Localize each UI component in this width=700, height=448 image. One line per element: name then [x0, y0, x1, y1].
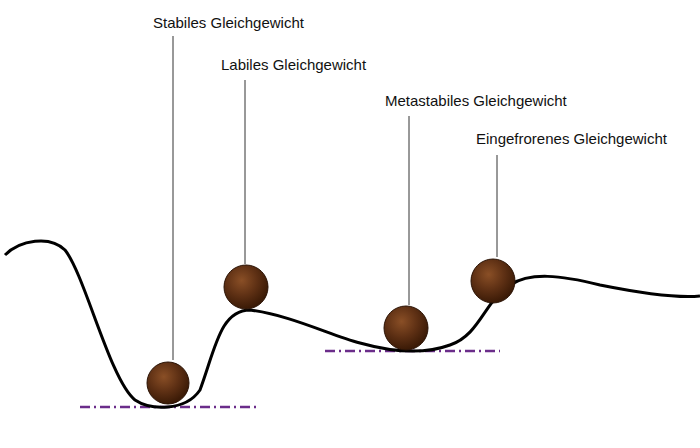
equilibrium-label: Metastabiles Gleichgewicht	[384, 92, 568, 110]
leader-line	[245, 80, 246, 264]
leader-line	[497, 155, 498, 257]
potential-curve	[5, 241, 700, 407]
equilibrium-label: Labiles Gleichgewicht	[220, 56, 367, 74]
ball	[224, 265, 268, 309]
equilibrium-label: Eingefrorenes Gleichgewicht	[475, 130, 668, 148]
ball	[384, 306, 428, 350]
equilibrium-label: Stabiles Gleichgewicht	[152, 14, 305, 32]
ball	[471, 259, 515, 303]
leader-line	[173, 36, 174, 360]
ball	[147, 362, 189, 404]
leader-line	[409, 116, 410, 305]
